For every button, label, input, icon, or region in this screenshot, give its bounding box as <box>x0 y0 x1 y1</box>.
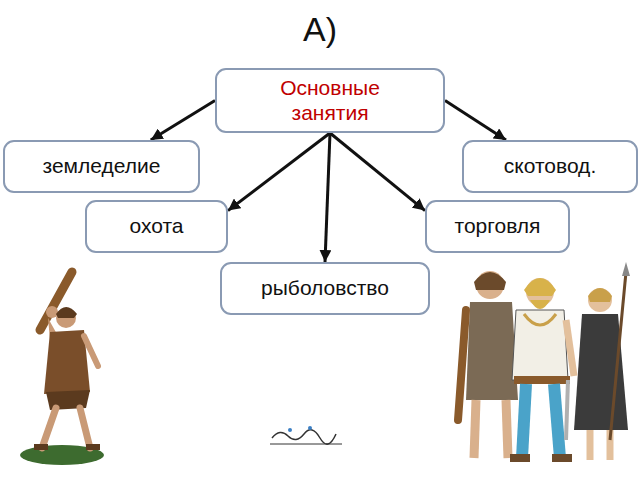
arrow-connector <box>445 101 506 141</box>
box-label: охота <box>130 214 184 238</box>
squiggle-mark <box>270 426 342 444</box>
activity-box: рыболовство <box>220 262 430 315</box>
box-label: земледелие <box>43 154 161 178</box>
box-label: скотовод. <box>504 154 596 178</box>
box-label: Основные занятия <box>250 76 410 124</box>
diagram-title: А) <box>0 12 640 46</box>
arrow-connector <box>330 133 425 211</box>
arrow-connector <box>151 101 215 141</box>
box-label: торговля <box>455 214 541 238</box>
activity-box: торговля <box>425 200 570 253</box>
activity-box: земледелие <box>3 140 200 193</box>
people-group-figure <box>458 262 630 462</box>
activity-box: скотовод. <box>462 140 638 193</box>
arrow-connector <box>325 133 330 262</box>
topic-box: Основные занятия <box>215 68 445 133</box>
warrior-figure <box>20 272 104 465</box>
arrow-connector <box>228 133 330 211</box>
activity-box: охота <box>85 200 228 253</box>
box-label: рыболовство <box>261 276 389 300</box>
